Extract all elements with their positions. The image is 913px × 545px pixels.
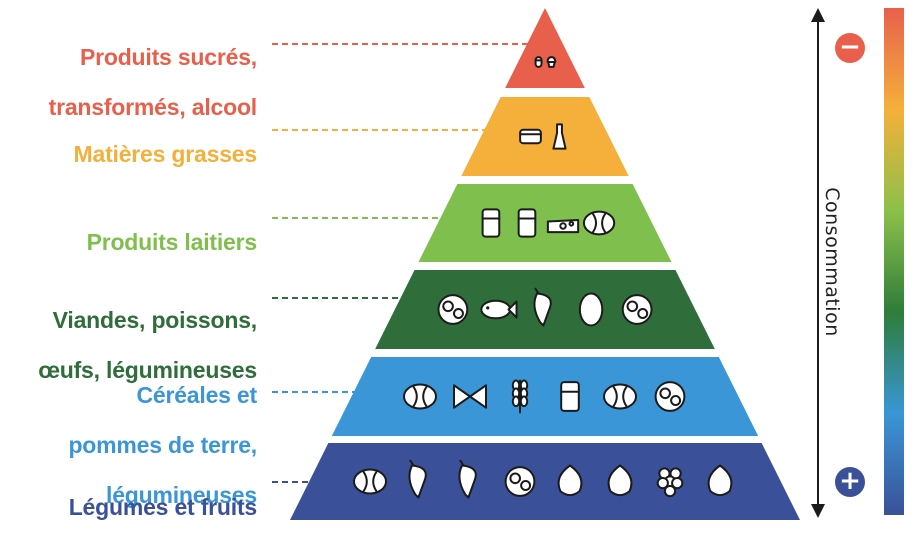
- label-sugar-line-2: transformés, alcool: [48, 94, 258, 120]
- label-sugar-line-1: Produits sucrés,: [79, 44, 257, 70]
- label-cereals-line-3: légumineuses: [106, 482, 257, 508]
- label-fats: Matières grasses: [73, 117, 258, 192]
- pyramid-tier-2: [461, 97, 629, 176]
- label-fats-line-1: Matières grasses: [73, 141, 258, 167]
- strawberry-icon: [557, 464, 583, 497]
- pumpkin-icon: [353, 468, 387, 495]
- beans-icon: [654, 381, 686, 412]
- drumstick-icon: [533, 287, 552, 327]
- label-proteins: Viandes, poissons, œufs, légumineuses: [38, 283, 257, 408]
- egg-icon: [578, 292, 604, 327]
- milk-bottle-icon: [517, 208, 537, 238]
- cheese-wedge-icon: [546, 218, 580, 234]
- carrot-icon: [408, 459, 427, 499]
- butter-icon: [519, 128, 542, 145]
- label-cereals-line-2: pommes de terre,: [68, 432, 257, 458]
- label-proteins-line-1: Viandes, poissons,: [52, 307, 258, 333]
- pasta-icon: [453, 384, 487, 409]
- chicken-steak-icon: [437, 294, 469, 325]
- pear-icon: [607, 464, 633, 497]
- radish-icon: [458, 459, 477, 499]
- food-pyramid-diagram: Produits sucrés, transformés, alcool Mat…: [38, 8, 904, 520]
- label-cereals-line-1: Céréales et: [136, 382, 257, 408]
- pyramid-tier-6: [290, 443, 800, 520]
- consumption-arrow-head-bottom: [811, 504, 825, 518]
- plus-badge: +: [835, 467, 865, 497]
- wheat-icon: [511, 379, 529, 414]
- consumption-gradient-bar: [884, 8, 904, 515]
- legumes-icon: [621, 294, 653, 325]
- consumption-arrow-head-top: [811, 8, 825, 22]
- artichoke-icon: [504, 466, 536, 497]
- label-sugar: Produits sucrés, transformés, alcool: [48, 20, 258, 145]
- label-dairy-line-1: Produits laitiers: [86, 229, 258, 255]
- label-proteins-line-2: œufs, légumineuses: [38, 357, 257, 383]
- label-vegetables-line-1: Légumes et fruits: [68, 494, 258, 520]
- potatoes-icon: [403, 383, 437, 410]
- label-vegetables: Légumes et fruits: [68, 470, 258, 545]
- fish-icon: [480, 299, 518, 320]
- grapes-icon: [656, 467, 684, 498]
- minus-badge: −: [835, 33, 865, 63]
- oil-bottle-icon: [552, 123, 567, 150]
- chocolate-bar-icon: [534, 56, 543, 68]
- flour-sack-icon: [560, 381, 580, 412]
- pyramid-tier-1: [505, 8, 585, 88]
- camembert-icon: [582, 210, 616, 236]
- lemon-icon: [707, 464, 733, 497]
- label-dairy: Produits laitiers: [86, 205, 258, 280]
- label-cereals: Céréales et pommes de terre, légumineuse…: [68, 358, 257, 533]
- pyramid-tier-5: [331, 357, 759, 436]
- pyramid-tier-3: [418, 184, 672, 262]
- pyramid-graphic: [272, 8, 904, 520]
- cupcake-icon: [546, 56, 557, 68]
- rice-bowl-icon: [603, 383, 637, 410]
- yogurt-icon: [481, 208, 501, 238]
- consumption-axis-label: Consommation: [821, 187, 843, 337]
